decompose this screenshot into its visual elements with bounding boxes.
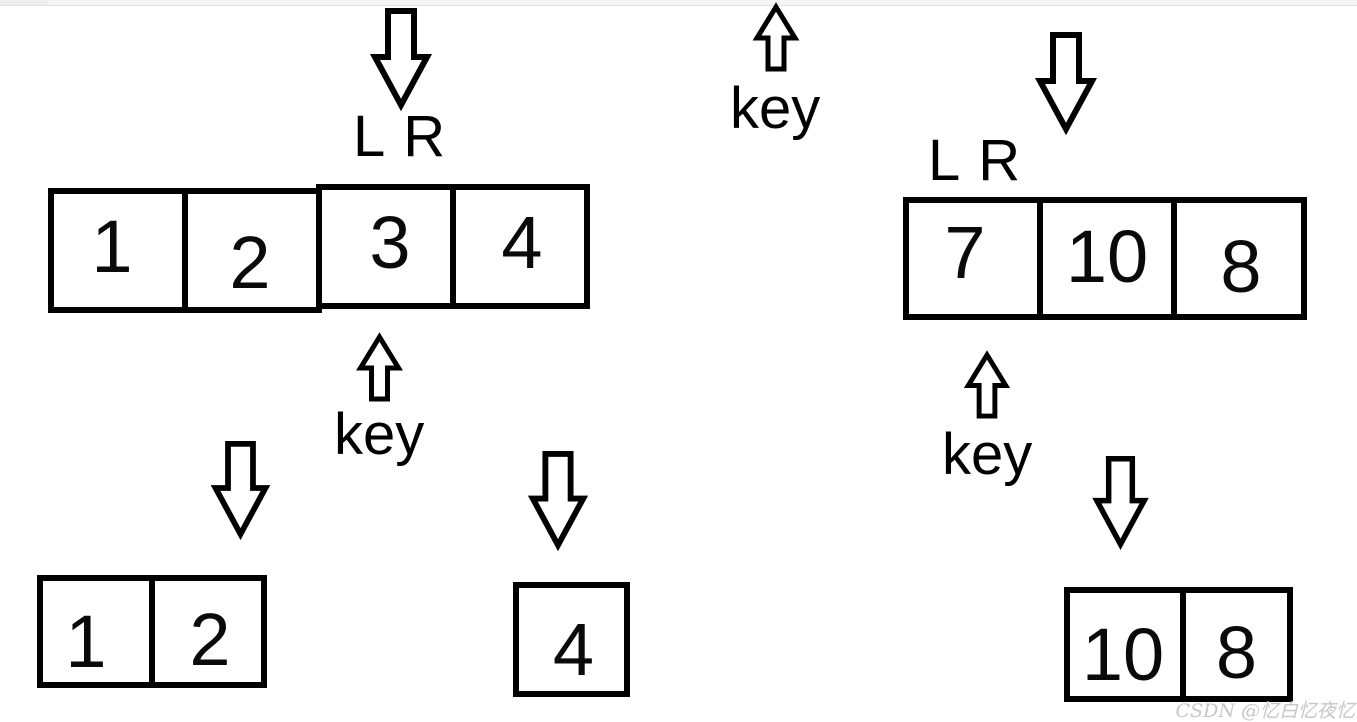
array-cell: 7 xyxy=(903,197,1043,320)
up-arrow-icon xyxy=(752,2,800,72)
array-cell: 2 xyxy=(182,188,322,313)
up-arrow-icon xyxy=(963,350,1011,419)
up-arrow-icon xyxy=(356,332,403,402)
down-arrow-icon xyxy=(210,441,271,541)
array-cell: 1 xyxy=(48,188,188,313)
cell-value: 10 xyxy=(1065,214,1149,298)
top-strip-tab xyxy=(0,0,48,5)
array-bottom-right: 10 8 xyxy=(1064,587,1293,702)
cell-value: 10 xyxy=(1081,612,1165,696)
down-arrow-icon xyxy=(527,451,589,552)
array-bottom-middle: 4 xyxy=(513,582,630,697)
down-arrow-icon xyxy=(1091,456,1150,551)
array-cell: 2 xyxy=(149,575,267,688)
key-label: key xyxy=(942,422,1033,487)
array-top-right: 7 10 8 xyxy=(903,197,1307,320)
cell-value: 2 xyxy=(229,220,271,304)
cell-value: 8 xyxy=(1220,224,1262,308)
key-label: key xyxy=(334,402,425,467)
array-bottom-left: 1 2 xyxy=(37,575,267,688)
lr-pointer-label: L R xyxy=(353,104,448,169)
array-cell: 10 xyxy=(1037,197,1177,320)
array-cell: 4 xyxy=(513,582,630,697)
cell-value: 1 xyxy=(65,599,107,683)
csdn-watermark: CSDN @忆白忆夜忆 xyxy=(1175,700,1355,722)
cell-value: 4 xyxy=(501,200,543,284)
down-arrow-icon xyxy=(369,8,433,112)
array-cell: 8 xyxy=(1180,587,1293,702)
array-cell: 8 xyxy=(1171,197,1307,320)
array-cell: 4 xyxy=(450,184,590,309)
cell-value: 4 xyxy=(552,607,595,691)
lr-pointer-label: L R xyxy=(928,128,1023,193)
cell-value: 1 xyxy=(91,204,133,288)
cell-value: 2 xyxy=(189,597,231,681)
array-cell: 1 xyxy=(37,575,155,688)
array-top-left: 1 2 3 4 xyxy=(48,184,590,313)
cell-value: 3 xyxy=(369,200,411,284)
down-arrow-icon xyxy=(1034,31,1098,136)
array-cell: 3 xyxy=(316,184,456,309)
cell-value: 7 xyxy=(944,210,986,294)
cell-value: 8 xyxy=(1215,610,1258,694)
top-strip xyxy=(0,0,1357,6)
key-label: key xyxy=(730,76,821,141)
array-cell: 10 xyxy=(1064,587,1186,702)
